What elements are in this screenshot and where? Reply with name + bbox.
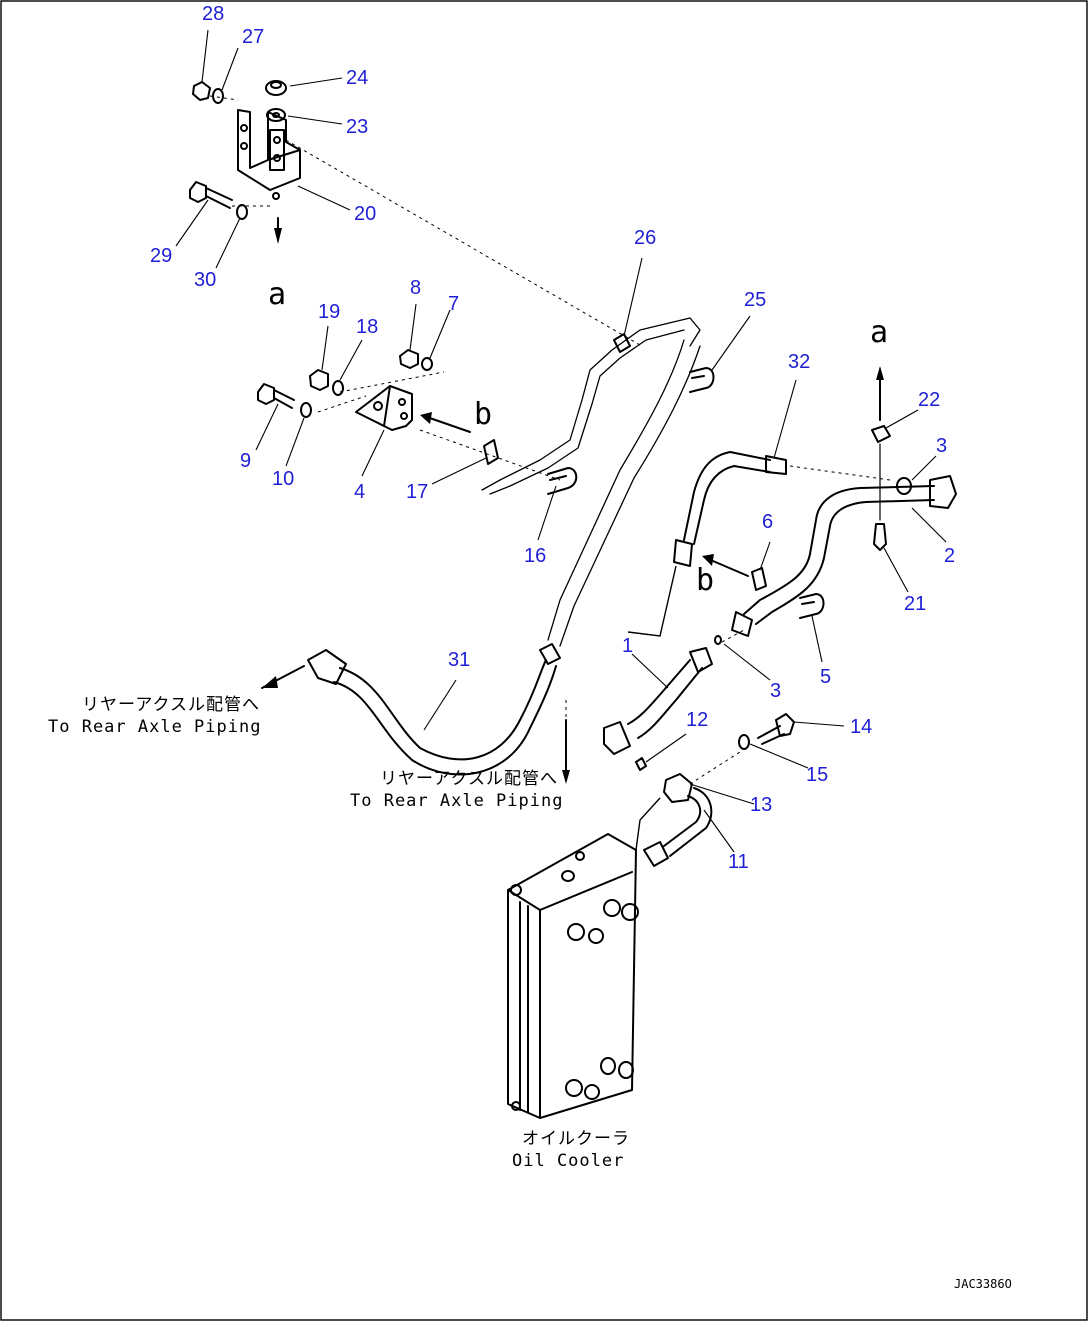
part-clamp-6 [751,567,767,591]
callout-7: 7 [448,293,459,315]
callout-32: 32 [788,351,810,373]
callout-22: 22 [918,389,940,411]
callout-3-upper: 3 [936,435,947,457]
part-plug-12 [635,757,647,771]
part-plug-3a [896,477,912,495]
view-letter-a-top: a [268,277,286,312]
tube-dashed-route [481,317,701,491]
callout-28: 28 [202,3,224,25]
part-washer-7 [421,357,433,371]
view-letter-a-right: a [870,315,888,350]
callout-24: 24 [346,67,368,89]
part-washer-30 [236,204,248,220]
callout-11: 11 [728,851,749,873]
part-washer-18 [332,380,344,396]
part-clip-25 [689,367,715,393]
callout-23: 23 [346,116,368,138]
drawing-code: JAC3386O [954,1277,1012,1291]
view-letter-b-bracket: b [474,397,492,432]
part-oring-3b [714,635,722,645]
callout-3-lower: 3 [770,680,781,702]
note-oil-cooler-jp: オイルクーラ [522,1129,630,1149]
callout-26: 26 [634,227,656,249]
callout-12: 12 [686,709,708,731]
callout-16: 16 [524,545,546,567]
note-rear-axle-2-jp: リヤーアクスル配管へ [380,769,558,789]
part-washer-10 [300,402,312,418]
leader-lines [175,29,947,853]
part-fitting-22 [871,425,891,443]
part-tube-11 [643,787,713,867]
note-rear-axle-2-en: To Rear Axle Piping [350,791,563,811]
callout-4: 4 [354,481,365,503]
callout-15: 15 [806,764,828,786]
note-rear-axle-1-en: To Rear Axle Piping [48,717,261,737]
callout-13: 13 [750,794,772,816]
callout-17: 17 [406,481,428,503]
callout-10: 10 [272,468,294,490]
callout-19: 19 [318,301,340,323]
arrow-b-bracket [423,415,471,433]
part-clamp-17 [483,439,499,465]
part-hose-32 [673,451,787,567]
part-bracket-20 [237,109,301,200]
callout-18: 18 [356,316,378,338]
part-hose-21 [873,523,887,551]
callout-9: 9 [240,450,251,472]
callout-numbers: 28 27 24 23 20 29 30 26 25 8 7 19 18 9 1… [150,3,955,873]
part-nut-28 [192,81,211,101]
part-bolt-14 [757,713,795,745]
callout-6: 6 [762,511,773,533]
callout-31: 31 [448,649,470,671]
part-clip-5 [799,593,825,619]
note-oil-cooler-en: Oil Cooler [512,1151,624,1171]
part-clamp-26 [613,333,631,353]
callout-29: 29 [150,245,172,267]
part-washer-15 [738,734,750,750]
callout-2: 2 [944,545,955,567]
part-nut-8 [399,349,419,369]
part-tube-2 [731,475,957,637]
callout-20: 20 [354,203,376,225]
view-letter-b-pipe: b [696,563,714,598]
part-bolt-9 [257,383,295,409]
part-nut-19 [309,369,329,391]
callout-21: 21 [904,593,926,615]
callout-14: 14 [850,716,872,738]
callout-25: 25 [744,289,766,311]
callout-1: 1 [622,635,633,657]
part-clip-16 [547,467,578,495]
part-washer-27 [212,88,224,104]
part-nut-24 [265,80,287,96]
callout-30: 30 [194,269,216,291]
part-hose-1 [603,647,713,755]
arrow-b-pipe [705,557,749,577]
callout-8: 8 [410,277,421,299]
part-bolt-29 [189,181,233,209]
note-rear-axle-1-jp: リヤーアクスル配管へ [82,695,260,715]
oil-cooler-body [507,833,639,1119]
part-washer-23 [266,108,286,122]
callout-5: 5 [820,666,831,688]
part-hose-31 [307,643,561,776]
part-joint-13 [663,773,693,803]
part-bracket-4 [355,385,413,431]
callout-27: 27 [242,26,264,48]
